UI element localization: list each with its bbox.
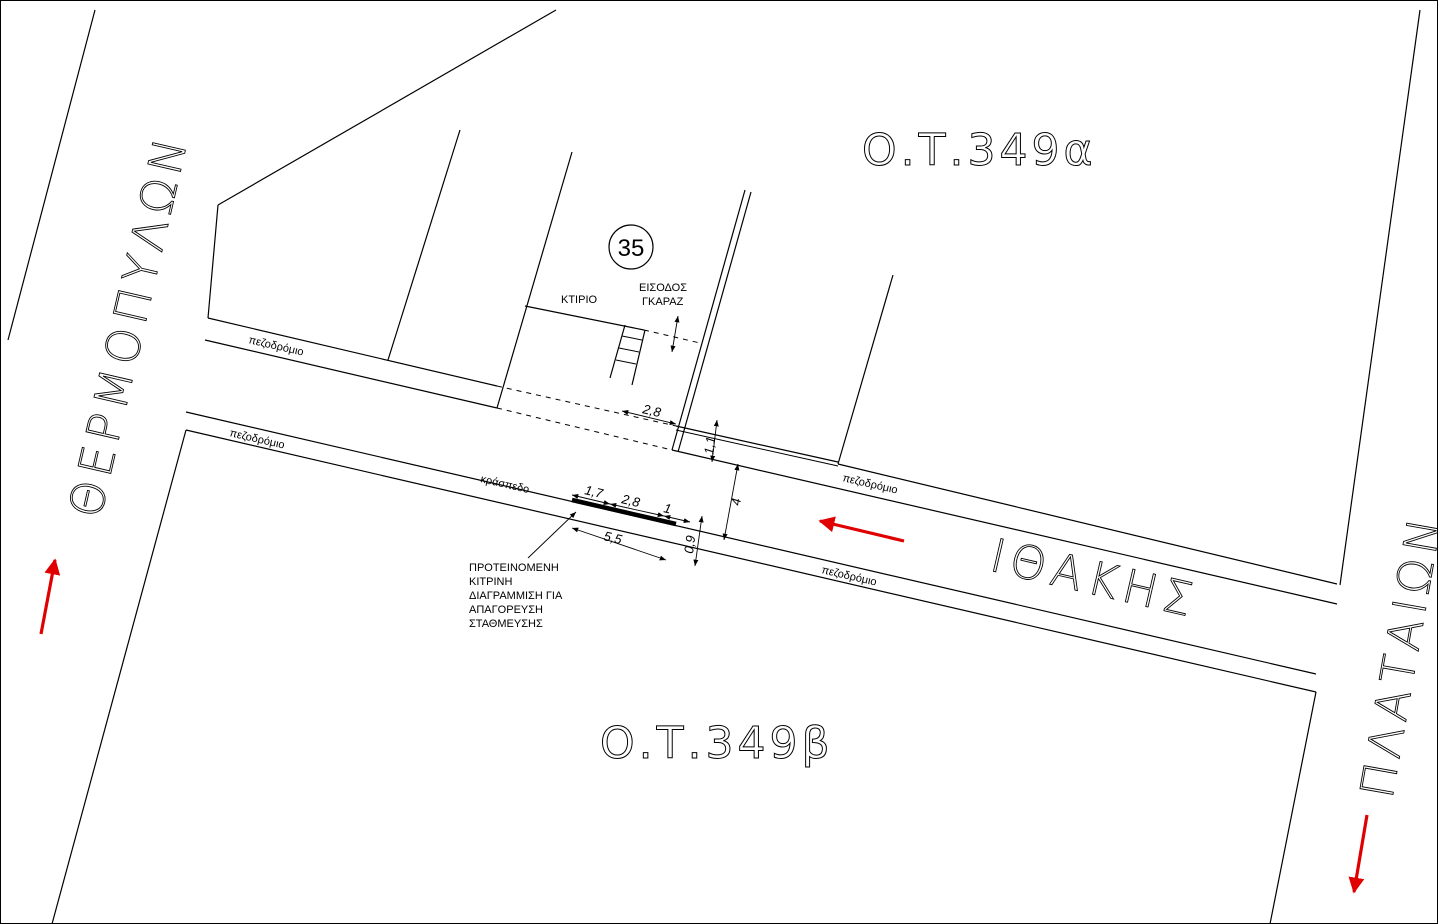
dim-total-value: 5,5 bbox=[602, 528, 624, 547]
block-a-property-east bbox=[675, 425, 839, 463]
proposal-line-4: ΑΠΑΓΟΡΕΥΣΗ bbox=[469, 604, 543, 616]
thermopylon-edge-east-lower bbox=[207, 204, 219, 319]
traffic-arrow-ithakis bbox=[818, 516, 905, 543]
dim-entrance bbox=[621, 410, 677, 425]
dim-road-width bbox=[722, 463, 740, 541]
dim-seg-b-value: 2,8 bbox=[619, 491, 642, 510]
block-a-property-east-3 bbox=[837, 463, 1338, 585]
street-thermopylon: ΘΕΡΜΟΠΥΛΩΝ bbox=[58, 128, 199, 523]
lot-line-3b bbox=[677, 191, 752, 453]
dim-sidewalk-north bbox=[710, 419, 719, 463]
garage-label-1: ΕΙΣΟΔΟΣ bbox=[639, 282, 687, 294]
block-a-property-east-2 bbox=[675, 429, 839, 467]
dim-road-width-value: 4 bbox=[728, 497, 744, 506]
plot-number: 35 bbox=[618, 235, 645, 262]
dim-seg-a bbox=[571, 493, 611, 506]
dim-total bbox=[571, 527, 667, 561]
lot-line-1 bbox=[387, 129, 461, 361]
garage-entry-arrow bbox=[670, 315, 680, 353]
street-ithakis: ΙΘΑΚΗΣ bbox=[986, 528, 1204, 628]
dim-seg-c bbox=[663, 514, 691, 524]
dim-sidewalk-north-value: 1,1 bbox=[701, 436, 718, 456]
curb-label: κράσπεδο bbox=[479, 473, 530, 496]
block-a-label: Ο.Τ.349α bbox=[862, 125, 1096, 176]
proposal-leader bbox=[527, 511, 577, 559]
dim-seg-c-value: 1 bbox=[662, 500, 672, 516]
proposal-line-3: ΔΙΑΓΡΑΜΜΙΣΗ ΓΙΑ bbox=[469, 590, 563, 602]
block-b-curb bbox=[185, 411, 1317, 675]
stairs-icon bbox=[609, 324, 646, 386]
garage-entrance-dashed bbox=[643, 329, 701, 344]
block-a-property-line bbox=[207, 317, 498, 387]
plot-number-badge: 35 bbox=[608, 224, 654, 270]
dim-sidewalk-south bbox=[693, 515, 704, 567]
block-b-label: Ο.Τ.349β bbox=[600, 718, 834, 769]
block-a-east-edge bbox=[1339, 9, 1421, 586]
dim-entrance-value: 2,8 bbox=[640, 401, 663, 420]
dim-sidewalk-south-value: 0,9 bbox=[681, 535, 698, 555]
proposal-note: ΠΡΟΤΕΙΝΟΜΕΝΗ ΚΙΤΡΙΝΗ ΔΙΑΓΡΑΜΜΙΣΗ ΓΙΑ ΑΠΑ… bbox=[469, 562, 563, 630]
sidewalk-label-ne: πεζοδρόμιο bbox=[841, 472, 898, 496]
traffic-arrow-plataion bbox=[1348, 814, 1369, 894]
thermopylon-edge-east-upper bbox=[217, 9, 557, 206]
thermopylon-edge-west bbox=[7, 9, 96, 341]
proposal-line-1: ΠΡΟΤΕΙΝΟΜΕΝΗ bbox=[469, 562, 559, 574]
dim-seg-b bbox=[609, 502, 665, 518]
proposal-line-2: ΚΙΤΡΙΝΗ bbox=[469, 576, 512, 588]
sidewalk-label-nw: πεζοδρόμιο bbox=[247, 334, 304, 358]
street-plataion: ΠΛΑΤΑΙΩΝ bbox=[1350, 509, 1438, 802]
block-b-east-edge bbox=[1269, 691, 1317, 924]
block-a-curb-east bbox=[671, 449, 1338, 605]
sidewalk-label-se: πεζοδρόμιο bbox=[820, 564, 877, 588]
proposal-line-5: ΣΤΑΘΜΕΥΣΗΣ bbox=[469, 618, 543, 630]
lot-line-4 bbox=[837, 274, 894, 465]
block-b-property-line bbox=[185, 429, 1317, 693]
block-a-curb-west bbox=[204, 339, 498, 409]
traffic-arrow-thermopylon bbox=[39, 558, 61, 635]
block-b-west-edge bbox=[51, 429, 187, 924]
dim-seg-a-value: 1,7 bbox=[583, 482, 605, 501]
building-front-line bbox=[524, 305, 645, 331]
lot-line-3a bbox=[671, 189, 746, 451]
sidewalk-label-sw: πεζοδρόμιο bbox=[228, 427, 285, 451]
garage-label-2: ΓΚΑΡΑΖ bbox=[642, 296, 684, 308]
lot-line-2 bbox=[496, 151, 573, 409]
building-label: ΚΤΙΡΙΟ bbox=[561, 294, 598, 306]
